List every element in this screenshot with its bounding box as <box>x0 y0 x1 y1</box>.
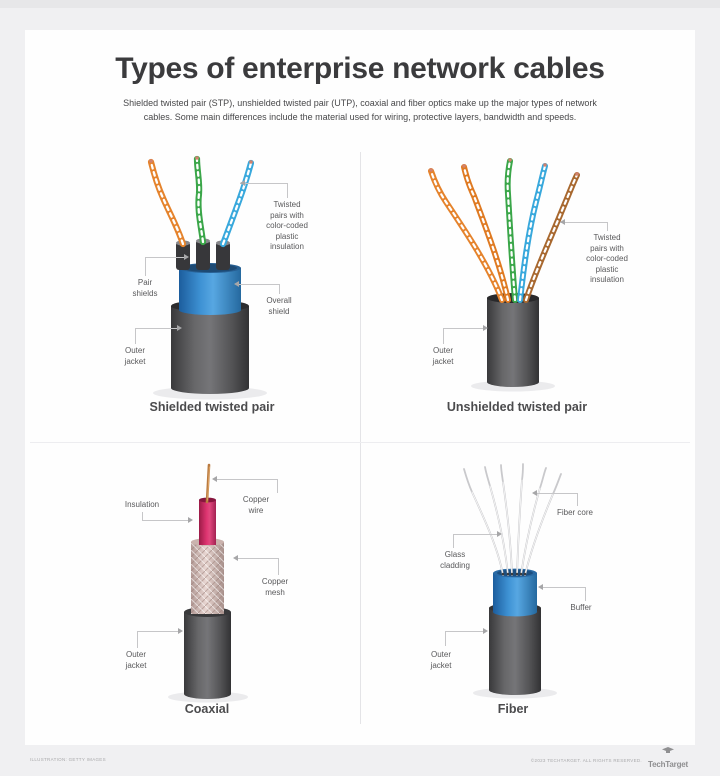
leader-line-v <box>287 183 288 198</box>
outer-jacket-graphic <box>489 603 541 695</box>
leader-line-h <box>443 328 485 329</box>
outer-jacket-graphic <box>487 293 539 387</box>
techtarget-logo: TechTarget <box>644 747 692 772</box>
panel-fiber: Fiber core Glass cladding Buffer Outer j… <box>360 452 690 720</box>
insulation-graphic <box>199 497 216 545</box>
leader-arrow <box>560 219 565 225</box>
fiber-strands-graphic <box>463 463 562 576</box>
label-twisted-pairs: Twisted pairs with color-coded plastic i… <box>266 200 308 252</box>
leader-line-h <box>560 222 607 223</box>
caption-coaxial: Coaxial <box>184 702 230 716</box>
leader-line-v <box>277 479 278 493</box>
leader-arrow <box>178 628 183 634</box>
label-outer-jacket: Outer jacket <box>125 650 147 670</box>
leader-line-v <box>278 558 279 575</box>
copper-mesh-graphic <box>191 538 224 614</box>
leader-arrow <box>184 254 189 260</box>
leader-line-v <box>607 222 608 231</box>
caption-fiber: Fiber <box>497 702 529 716</box>
leader-line-v <box>585 587 586 601</box>
twisted-pairs-graphic <box>147 155 255 248</box>
leader-line-v <box>445 631 446 646</box>
label-buffer: Buffer <box>570 603 592 612</box>
overall-shield-graphic <box>179 263 241 315</box>
caption-stp: Shielded twisted pair <box>149 400 275 414</box>
leader-line-h <box>235 558 278 559</box>
leader-arrow <box>233 555 238 561</box>
leader-line-v <box>142 512 143 520</box>
leader-arrow <box>483 628 488 634</box>
strand-ends <box>501 572 527 576</box>
label-glass-cladding: Glass cladding <box>440 550 470 570</box>
leader-line-v <box>453 534 454 548</box>
leader-arrow <box>188 517 193 523</box>
buffer-graphic <box>493 568 537 617</box>
stp-cable-illustration <box>147 155 267 400</box>
vertical-divider <box>360 152 361 724</box>
label-insulation: Insulation <box>124 500 160 509</box>
leader-line-v <box>145 257 146 276</box>
leader-line-h <box>135 328 179 329</box>
leader-line-v <box>135 328 136 344</box>
twisted-pairs-graphic <box>428 158 580 303</box>
outer-jacket-graphic <box>184 607 231 699</box>
illustration-credit: ILLUSTRATION: GETTY IMAGES <box>30 757 106 762</box>
fiber-cable-illustration <box>463 463 562 699</box>
label-twisted-pairs: Twisted pairs with color-coded plastic i… <box>586 233 628 285</box>
copper-wire-graphic <box>205 463 211 504</box>
leader-arrow <box>234 281 239 287</box>
leader-line-v <box>577 493 578 506</box>
leader-arrow <box>177 325 182 331</box>
coaxial-cable-illustration <box>168 463 248 703</box>
leader-line-h <box>540 587 585 588</box>
page-subtitle: Shielded twisted pair (STP), unshielded … <box>123 98 597 122</box>
leader-line-h <box>534 493 577 494</box>
leader-arrow <box>532 490 537 496</box>
leader-line-h <box>236 284 279 285</box>
copyright-text: ©2023 TECHTARGET. ALL RIGHTS RESERVED. <box>530 758 642 763</box>
utp-cable-illustration <box>428 158 580 392</box>
label-outer-jacket: Outer jacket <box>124 346 146 366</box>
label-copper-wire: Copper wire <box>242 495 270 515</box>
label-copper-mesh: Copper mesh <box>261 577 289 597</box>
panel-stp: Twisted pairs with color-coded plastic i… <box>30 150 360 418</box>
leader-line-v <box>443 328 444 344</box>
pair-shields-graphic <box>176 238 230 270</box>
leader-arrow <box>240 180 245 186</box>
top-strip <box>0 0 720 8</box>
horizontal-divider <box>30 442 690 443</box>
leader-arrow <box>497 531 502 537</box>
leader-line-h <box>142 520 191 521</box>
label-pair-shields: Pair shields <box>132 278 158 298</box>
leader-line-h <box>453 534 498 535</box>
leader-line-h <box>137 631 181 632</box>
leader-arrow <box>483 325 488 331</box>
label-outer-jacket: Outer jacket <box>430 650 452 670</box>
panel-utp: Twisted pairs with color-coded plastic i… <box>360 150 690 418</box>
leader-line-h <box>145 257 187 258</box>
graduation-cap-icon <box>662 747 674 753</box>
leader-line-h <box>240 183 287 184</box>
label-outer-jacket: Outer jacket <box>432 346 454 366</box>
leader-line-h <box>445 631 486 632</box>
logo-wordmark: TechTarget <box>648 760 688 769</box>
leader-line-h <box>214 479 277 480</box>
leader-arrow <box>212 476 217 482</box>
panel-coaxial: Insulation Copper wire Copper mesh Outer… <box>30 452 360 720</box>
label-fiber-core: Fiber core <box>556 508 593 517</box>
leader-line-v <box>137 631 138 648</box>
leader-arrow <box>538 584 543 590</box>
page-title: Types of enterprise network cables <box>115 52 605 85</box>
caption-utp: Unshielded twisted pair <box>446 400 588 414</box>
label-overall-shield: Overall shield <box>266 296 292 316</box>
leader-line-v <box>279 284 280 294</box>
